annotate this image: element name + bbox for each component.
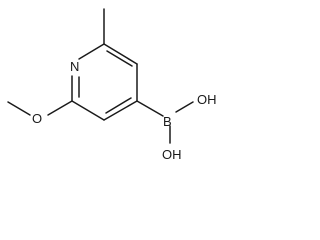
- bond-o-methyl: [7, 101, 31, 116]
- bond-n-c6: [78, 43, 105, 60]
- atom-label-hydroxyl-top: OH: [197, 92, 217, 107]
- bond-c4-b: [136, 100, 164, 117]
- bond-b-oh-top: [175, 101, 194, 113]
- bond-c4-c3: [103, 100, 138, 121]
- bond-c6-c5-inner: [106, 50, 133, 67]
- chemical-structure-diagram: N O B OH OH: [7, 8, 217, 162]
- bond-c3-c2: [71, 100, 105, 121]
- bond-c4-c3-inner: [105, 97, 132, 114]
- atom-label-boron: B: [163, 114, 172, 129]
- atom-label-n: N: [70, 59, 79, 74]
- bond-c2-o: [47, 100, 73, 116]
- atom-label-methoxy-o: O: [32, 111, 42, 126]
- bond-c6-c5: [103, 43, 138, 65]
- atom-label-hydroxyl-bottom: OH: [162, 147, 182, 162]
